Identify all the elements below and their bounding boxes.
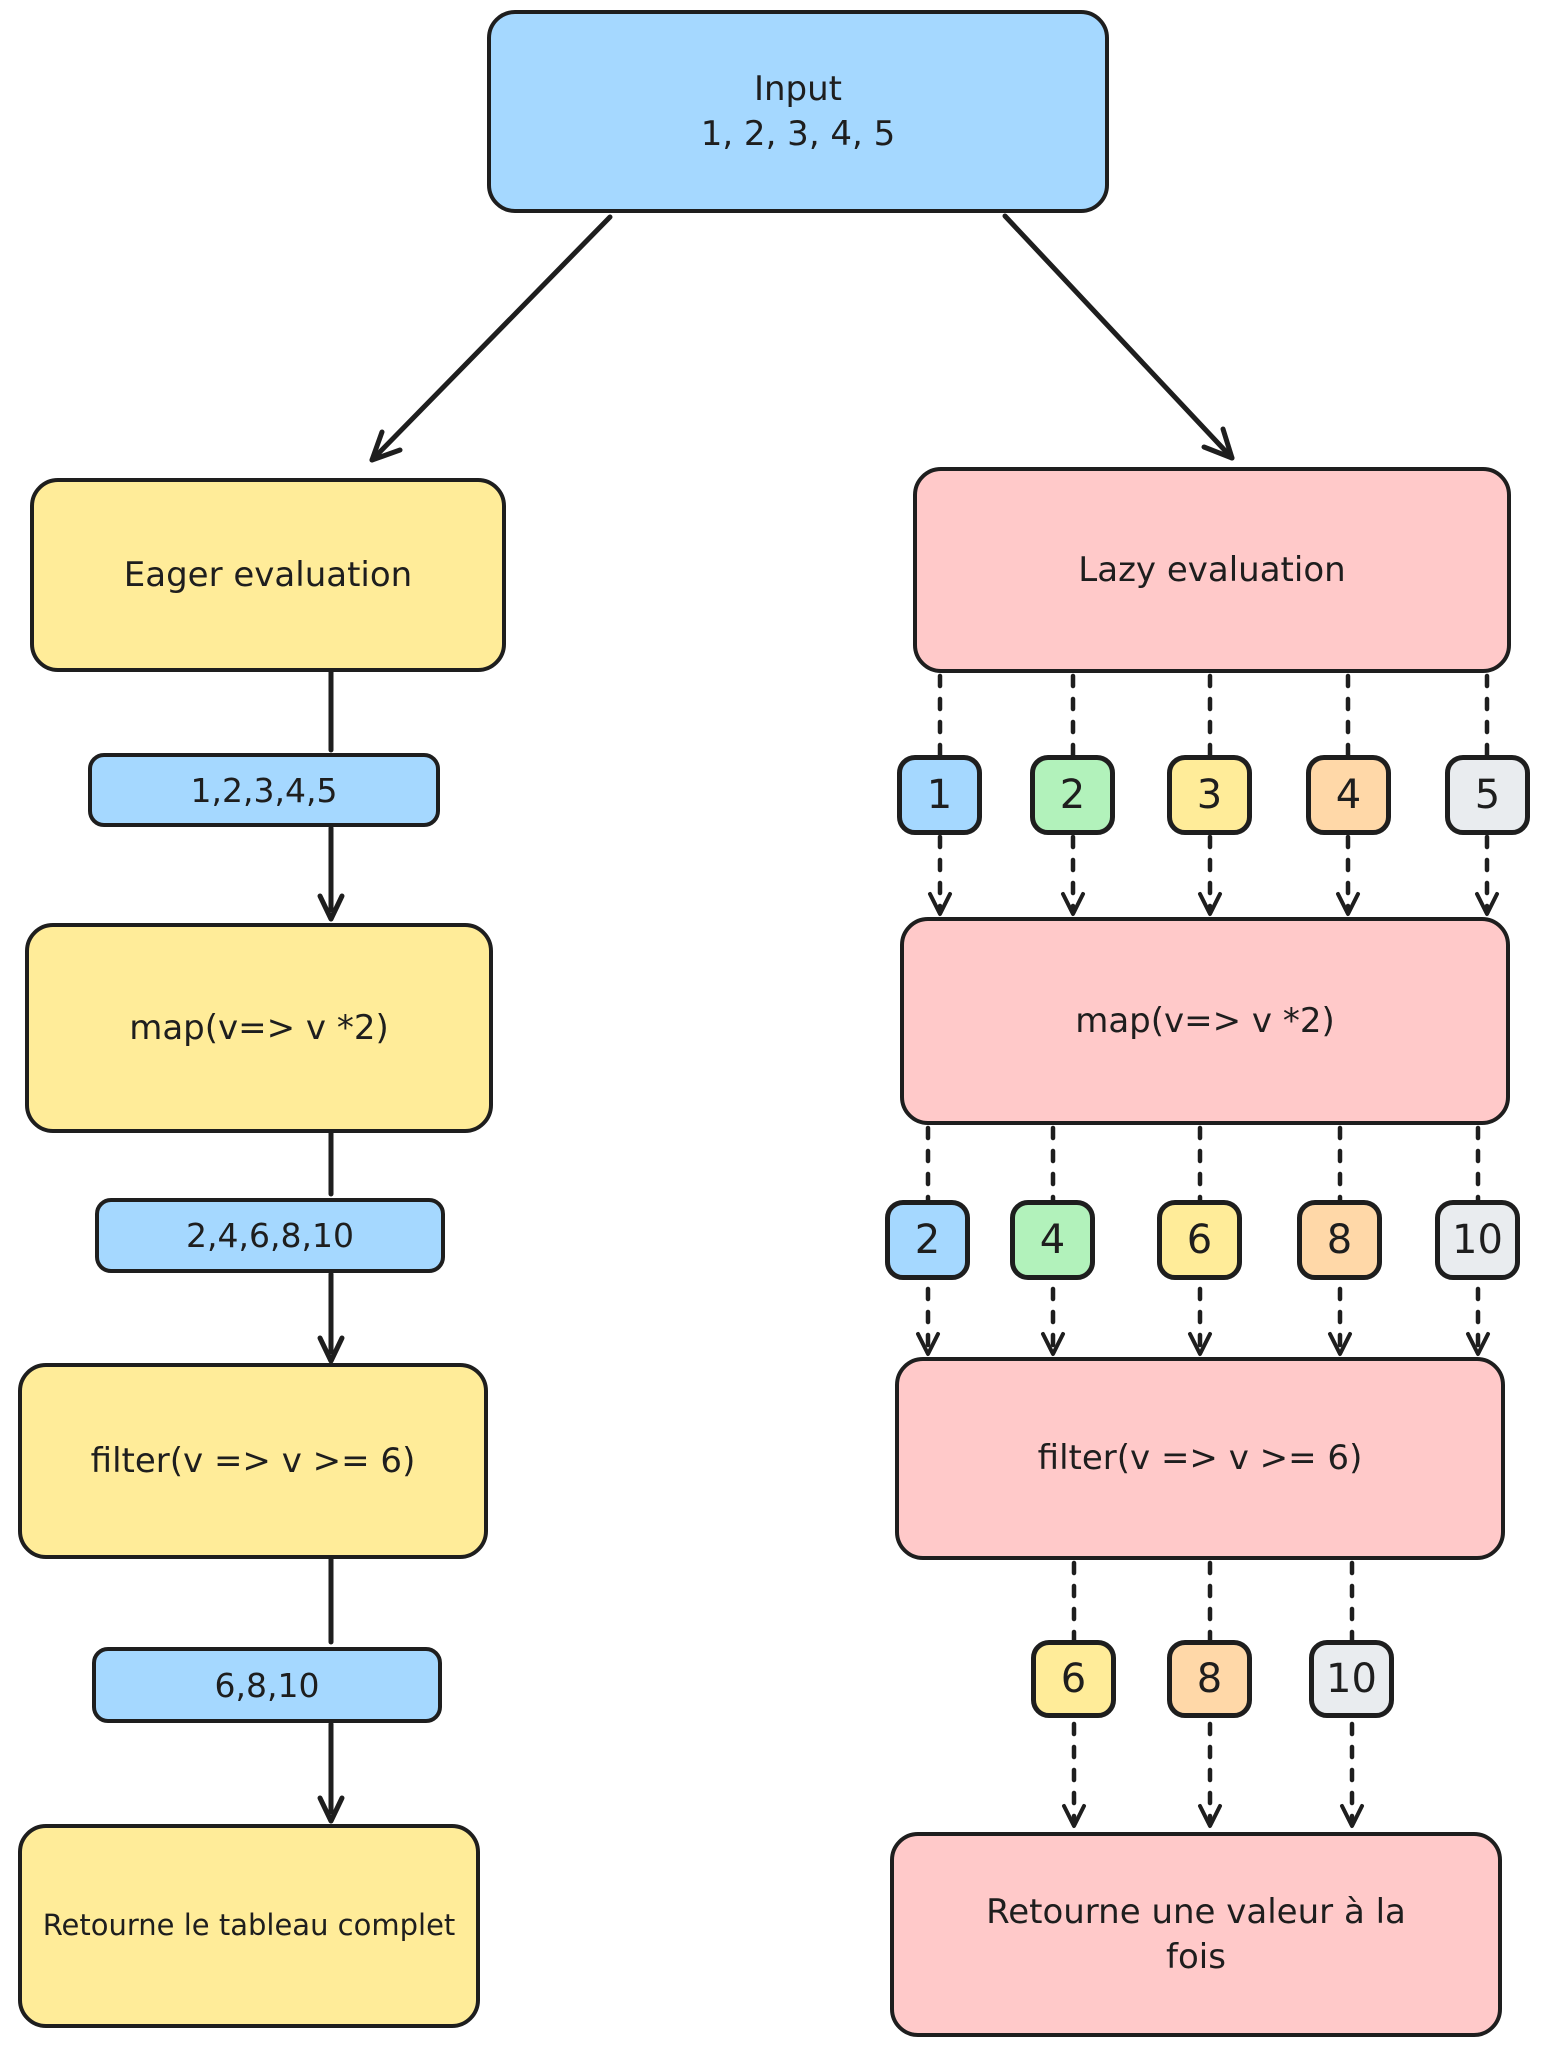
eager-step1-text: 1,2,3,4,5 — [190, 770, 338, 810]
eager-result-label: Retourne le tableau complet — [42, 1908, 456, 1943]
input-title: Input — [753, 69, 843, 110]
lazy-value-chip: 8 — [1297, 1200, 1382, 1280]
lazy-value-chip: 6 — [1157, 1200, 1242, 1280]
arrowhead-step3-to-result — [317, 1795, 345, 1824]
dashed-lines-map-to-filter — [925, 1125, 1481, 1351]
eager-step3-values: 6,8,10 — [92, 1647, 442, 1723]
arrowhead-input-to-lazy — [1201, 426, 1235, 461]
eager-map-label: map(v=> v *2) — [129, 1007, 389, 1048]
dashed-arrowheads-filter-to-result — [1062, 1804, 1364, 1828]
lazy-result-node: Retourne une valeur à la fois — [890, 1832, 1502, 2037]
dashed-arrowheads-map-to-filter — [916, 1332, 1490, 1356]
eager-step2-values: 2,4,6,8,10 — [95, 1198, 445, 1273]
eager-step3-text: 6,8,10 — [214, 1665, 320, 1705]
lazy-title: Lazy evaluation — [1078, 549, 1346, 590]
arrowhead-step2-to-filter — [317, 1335, 345, 1364]
input-node: Input 1, 2, 3, 4, 5 — [487, 10, 1109, 213]
arrow-input-to-lazy — [1002, 213, 1235, 461]
eager-title: Eager evaluation — [123, 554, 413, 595]
lazy-value-chip: 10 — [1435, 1200, 1520, 1280]
lazy-value-chip: 4 — [1010, 1200, 1095, 1280]
lazy-value-chip: 6 — [1031, 1640, 1116, 1718]
lazy-filter-node: filter(v => v >= 6) — [895, 1357, 1505, 1560]
lazy-value-chip: 8 — [1167, 1640, 1252, 1718]
eager-filter-node: filter(v => v >= 6) — [18, 1363, 488, 1559]
eager-filter-label: filter(v => v >= 6) — [90, 1440, 416, 1481]
dashed-lines-filter-to-result — [1071, 1560, 1355, 1823]
arrowhead-step1-to-map — [317, 893, 345, 922]
lazy-value-chip: 3 — [1167, 755, 1252, 835]
lazy-value-chip: 4 — [1306, 755, 1391, 835]
lazy-value-chip: 2 — [885, 1200, 970, 1280]
lazy-filter-label: filter(v => v >= 6) — [1037, 1438, 1363, 1479]
dashed-arrowheads-lazy-to-map — [928, 892, 1499, 916]
arrow-input-to-eager — [369, 214, 613, 463]
lazy-value-chip: 2 — [1030, 755, 1115, 835]
lazy-value-chip: 1 — [897, 755, 982, 835]
lazy-value-chip: 10 — [1309, 1640, 1394, 1718]
lazy-value-chip: 5 — [1445, 755, 1530, 835]
lazy-evaluation-node: Lazy evaluation — [913, 467, 1511, 673]
lazy-map-label: map(v=> v *2) — [1075, 1000, 1335, 1041]
lazy-map-node: map(v=> v *2) — [900, 917, 1510, 1125]
input-values: 1, 2, 3, 4, 5 — [700, 113, 896, 154]
eager-step1-values: 1,2,3,4,5 — [88, 753, 440, 827]
arrowhead-input-to-eager — [369, 429, 403, 463]
eager-map-node: map(v=> v *2) — [25, 923, 493, 1133]
lazy-result-label: Retourne une valeur à la fois — [986, 1892, 1406, 1977]
eager-step2-text: 2,4,6,8,10 — [186, 1216, 354, 1255]
eager-result-node: Retourne le tableau complet — [18, 1824, 480, 2028]
eager-evaluation-node: Eager evaluation — [30, 478, 506, 672]
